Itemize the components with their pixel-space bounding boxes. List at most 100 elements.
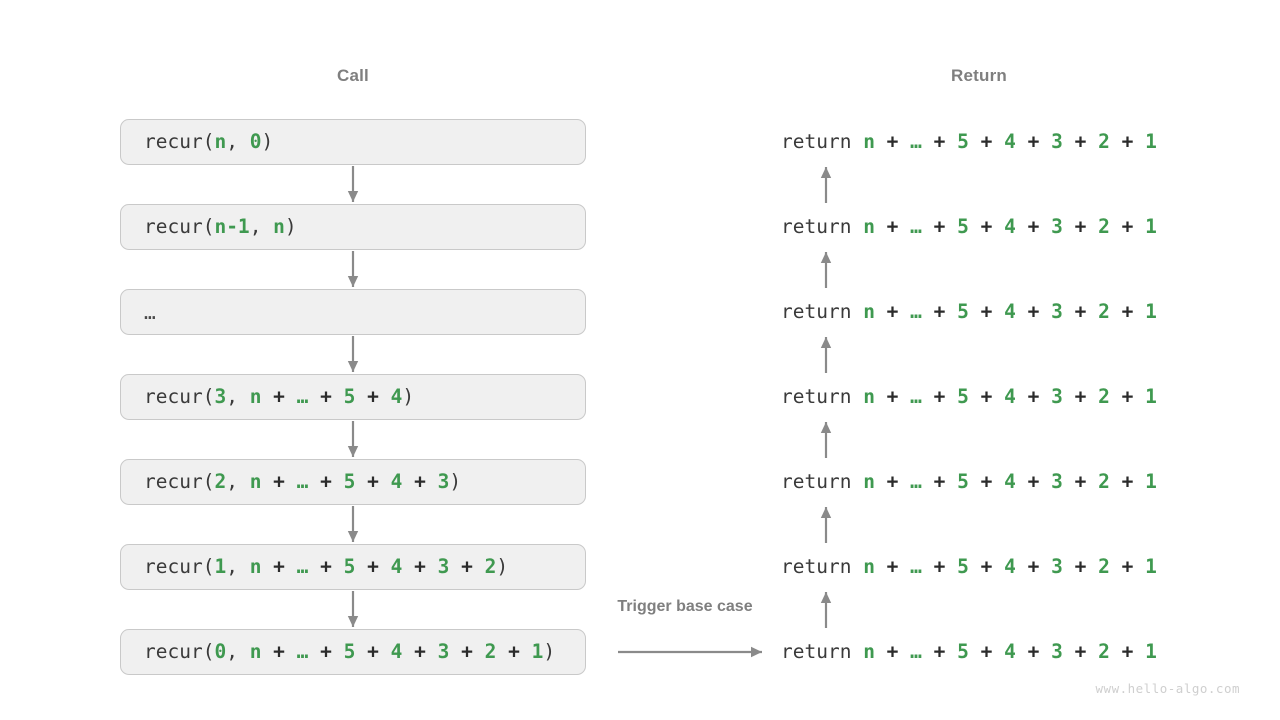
code-token: 0 [214, 640, 227, 664]
call-arrow-down [347, 251, 359, 287]
call-frame-text: recur(0, n + … + 5 + 4 + 3 + 2 + 1) [144, 642, 555, 662]
code-token: n [863, 215, 875, 239]
trigger-base-case-label: Trigger base case [617, 598, 753, 615]
code-token: 5 [343, 555, 356, 579]
return-arrow-up [820, 422, 832, 458]
code-token: 3 [437, 640, 450, 664]
code-token: + [968, 300, 1005, 324]
code-token: n [249, 555, 262, 579]
code-token: 2 [1098, 385, 1110, 409]
call-column-header: Call [337, 66, 369, 85]
code-token: 1 [1145, 470, 1157, 494]
code-token: 4 [390, 640, 403, 664]
code-token: … [910, 470, 922, 494]
code-token: 2 [1098, 300, 1110, 324]
code-token: return [781, 470, 864, 494]
code-token: 1 [531, 640, 544, 664]
code-token: , [249, 215, 274, 239]
code-token: , [226, 130, 250, 154]
code-token: 2 [484, 555, 497, 579]
code-token: 4 [390, 470, 403, 494]
call-frame-box[interactable]: recur(1, n + … + 5 + 4 + 3 + 2) [120, 544, 586, 590]
code-token: + [968, 385, 1005, 409]
code-token: + [968, 640, 1005, 664]
code-token: , [226, 470, 250, 494]
code-token: + [496, 640, 532, 664]
code-token: + [1062, 130, 1099, 154]
code-token: + [402, 470, 438, 494]
code-token: ) [543, 640, 556, 664]
code-token: n [863, 300, 875, 324]
call-frame-box[interactable]: recur(3, n + … + 5 + 4) [120, 374, 586, 420]
call-arrow-down [347, 336, 359, 372]
return-arrow-up [820, 592, 832, 628]
code-token: return [781, 385, 864, 409]
call-frame-text: recur(2, n + … + 5 + 4 + 3) [144, 472, 461, 492]
code-token: + [1109, 215, 1146, 239]
code-token: + [921, 385, 958, 409]
code-token: n [249, 470, 262, 494]
code-token: n [249, 385, 262, 409]
code-token: recur( [144, 470, 215, 494]
code-token: + [355, 555, 391, 579]
code-token: + [1062, 555, 1099, 579]
code-token: + [1015, 555, 1052, 579]
call-frame-box[interactable]: recur(n, 0) [120, 119, 586, 165]
call-frame-box[interactable]: recur(n-1, n) [120, 204, 586, 250]
call-frame-box[interactable]: … [120, 289, 586, 335]
code-token: return [781, 215, 864, 239]
call-frame-box[interactable]: recur(2, n + … + 5 + 4 + 3) [120, 459, 586, 505]
code-token: 1 [1145, 385, 1157, 409]
code-token: 1 [1145, 300, 1157, 324]
return-statement: return n + … + 5 + 4 + 3 + 2 + 1 [781, 459, 1157, 505]
code-token: 2 [484, 640, 497, 664]
call-frame-text: recur(n-1, n) [144, 217, 297, 237]
code-token: n [863, 640, 875, 664]
code-token: recur( [144, 640, 215, 664]
code-token: … [910, 385, 922, 409]
call-frame-box[interactable]: recur(0, n + … + 5 + 4 + 3 + 2 + 1) [120, 629, 586, 675]
code-token: + [308, 385, 344, 409]
code-token: recur( [144, 555, 215, 579]
code-token: + [874, 130, 911, 154]
return-statement: return n + … + 5 + 4 + 3 + 2 + 1 [781, 289, 1157, 335]
code-token: 5 [957, 130, 969, 154]
code-token: ) [284, 215, 297, 239]
code-token: + [1109, 300, 1146, 324]
code-token: + [402, 640, 438, 664]
code-token: + [968, 470, 1005, 494]
code-token: 5 [957, 215, 969, 239]
code-token: + [449, 640, 485, 664]
code-token: + [261, 640, 297, 664]
call-arrow-down [347, 421, 359, 457]
code-token: + [874, 300, 911, 324]
code-token: + [921, 555, 958, 579]
code-token: + [1109, 130, 1146, 154]
code-token: 2 [1098, 555, 1110, 579]
code-token: return [781, 640, 864, 664]
code-token: + [968, 130, 1005, 154]
code-token: … [296, 555, 309, 579]
code-token: + [1015, 470, 1052, 494]
code-token: + [261, 385, 297, 409]
code-token: 4 [1004, 640, 1016, 664]
code-token: 4 [1004, 300, 1016, 324]
code-token: n [863, 130, 875, 154]
code-token: 4 [390, 385, 403, 409]
call-arrow-down [347, 591, 359, 627]
call-frame-text: … [144, 300, 157, 324]
code-token: ) [496, 555, 509, 579]
code-token: 4 [1004, 555, 1016, 579]
code-token: 3 [1051, 470, 1063, 494]
code-token: 1 [1145, 555, 1157, 579]
code-token: 4 [390, 555, 403, 579]
code-token: n [273, 215, 285, 239]
return-statement: return n + … + 5 + 4 + 3 + 2 + 1 [781, 629, 1157, 675]
code-token: + [1109, 470, 1146, 494]
code-token: + [874, 555, 911, 579]
code-token: + [449, 555, 485, 579]
code-token: + [874, 385, 911, 409]
code-token: n [863, 555, 875, 579]
